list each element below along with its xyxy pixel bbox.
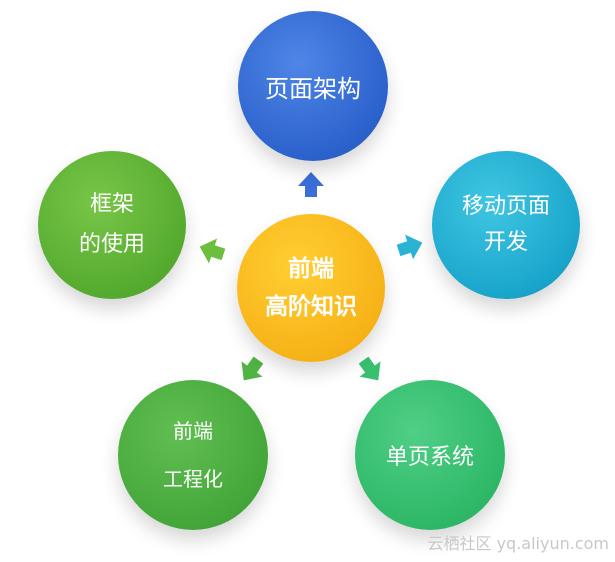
- arrow-right-icon: [396, 234, 423, 260]
- node-label: 页面架构: [265, 74, 361, 103]
- node-single-page-system: 单页系统: [355, 380, 505, 530]
- node-label-line2: 工程化: [163, 467, 223, 491]
- node-page-architecture: 页面架构: [238, 11, 388, 161]
- arrow-up-icon: [298, 172, 324, 197]
- node-label: 单页系统: [385, 445, 474, 470]
- node-label-line1: 前端: [173, 419, 213, 443]
- node-label-line1: 框架: [89, 192, 134, 217]
- node-mobile-page-development: 移动页面 开发: [432, 151, 580, 299]
- node-label-line2: 的使用: [78, 232, 145, 257]
- node-framework-usage: 框架 的使用: [38, 151, 186, 299]
- arrow-down-right-icon: [358, 356, 381, 381]
- node-label-line1: 移动页面: [461, 194, 550, 219]
- node-label-line2: 开发: [483, 230, 528, 255]
- watermark-text: 云栖社区 yq.aliyun.com: [427, 534, 609, 553]
- arrow-down-left-icon: [241, 356, 264, 381]
- node-frontend-engineering: 前端 工程化: [118, 380, 268, 530]
- node-frontend-advanced-knowledge: 前端 高阶知识: [237, 214, 385, 362]
- center-label-line1: 前端: [288, 256, 334, 282]
- arrow-left-icon: [199, 238, 226, 264]
- center-label-line2: 高阶知识: [265, 294, 357, 320]
